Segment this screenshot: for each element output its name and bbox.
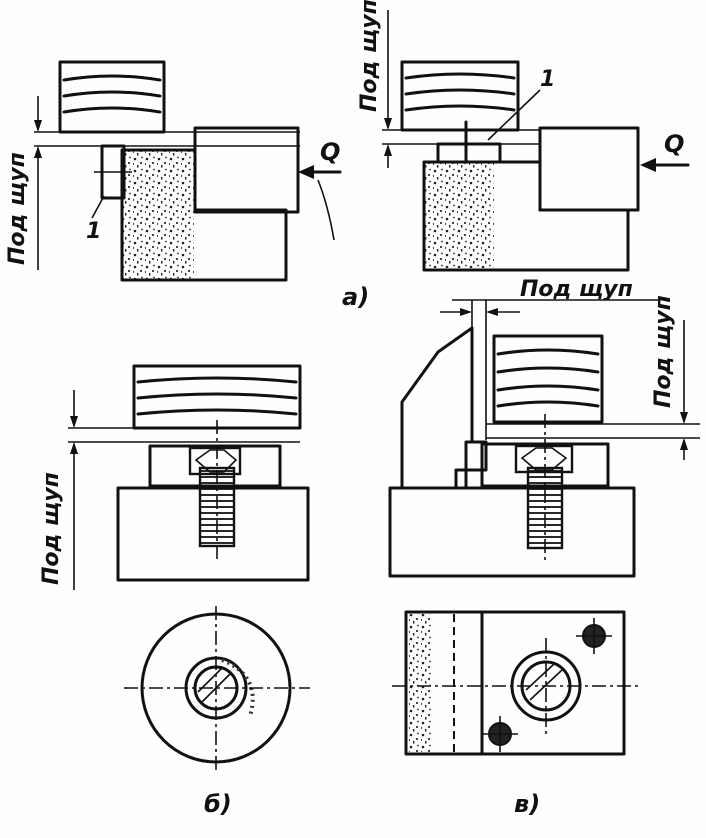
bolt-slot-lines <box>525 663 563 701</box>
hatched-jaw <box>193 126 300 214</box>
gap-dimension-arrows <box>384 10 392 168</box>
feeler-label-horizontal: Под щуп <box>520 277 633 302</box>
part-number-label: 1 <box>86 219 101 244</box>
force-label: Q <box>320 138 340 166</box>
dowel-pin-top <box>576 618 612 654</box>
stop-part <box>436 120 502 164</box>
gap-dimension-arrows <box>680 320 688 460</box>
feeler-label-vertical: Под щуп <box>5 152 30 265</box>
force-arrow-q <box>298 165 342 241</box>
cutter-block <box>132 364 302 430</box>
gap-dimension-arrows <box>34 96 42 270</box>
figure-b-plan <box>124 606 310 770</box>
figure-a-left: 1 Q Под щуп <box>5 60 342 282</box>
feeler-label-vertical: Под щуп <box>39 472 64 585</box>
force-arrow-q <box>640 158 690 172</box>
figure-b-elevation: Под щуп <box>39 364 310 590</box>
feeler-label-vertical: Под щуп <box>357 0 382 112</box>
caption-c: в) <box>514 790 540 818</box>
part-number-label: 1 <box>540 67 555 92</box>
cutter-block <box>400 60 520 132</box>
cutter-block <box>58 60 166 134</box>
stop-part <box>94 144 132 200</box>
part-leader-line <box>91 195 105 219</box>
caption-a: а) <box>342 283 369 311</box>
figure-a-right: 1 Q Под щуп <box>357 0 690 272</box>
gap-dimension-arrows <box>70 390 78 590</box>
caption-b: б) <box>204 790 232 818</box>
hatched-jaw <box>538 126 640 212</box>
part-leader-line <box>487 89 541 141</box>
dowel-pin-bottom <box>482 716 518 752</box>
figure-c-elevation: Под щуп Под щуп <box>388 277 700 578</box>
stipple-shading <box>221 658 255 717</box>
base-plate <box>388 466 636 578</box>
feeler-label-vertical: Под щуп <box>651 295 676 408</box>
bracket-section <box>408 614 432 752</box>
force-label: Q <box>664 130 684 158</box>
workpiece-body <box>422 160 630 272</box>
angle-bracket <box>400 326 488 490</box>
figure-c-plan <box>392 610 640 756</box>
plan-outline <box>404 610 626 756</box>
cutter-block <box>492 334 604 424</box>
workpiece-body <box>120 148 288 282</box>
